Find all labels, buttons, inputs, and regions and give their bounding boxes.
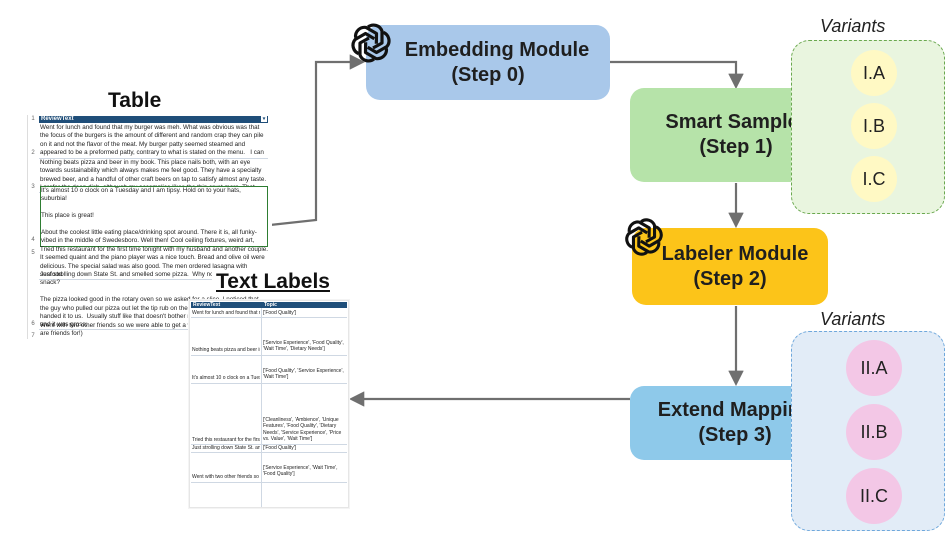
labeler-module-step: (Step 2) [693,267,767,290]
labeler-module: Labeler Module (Step 2) [632,228,828,305]
labeler-module-title: Labeler Module [661,242,809,265]
openai-logo-icon [625,218,663,256]
arrow-table-to-embedding [269,54,366,227]
table-row: It's almost 10 o clock on a Tuesday and … [40,186,268,247]
text-labels-header-topic: Topic [264,302,277,308]
embedding-module-title: Embedding Module [404,38,590,61]
text-labels-topic-cell: ['Service Experience', 'Food Quality', '… [263,340,346,353]
smart-sampler-step: (Step 1) [699,136,773,158]
text-labels-review-cell: Tried this restaurant for the first time… [192,437,260,443]
variants-bottom-title: Variants [820,309,886,329]
table-row: Went for lunch and found that my burger … [40,124,264,158]
row-number: 6 [31,321,35,327]
text-labels-review-cell: Just strolling down State St. and smel [192,445,260,451]
text-labels-header-review: ReviewText [193,302,221,308]
row-number: 5 [31,250,35,256]
variants-top-title: Variants [820,16,886,36]
row-number: 1 [31,116,35,122]
text-labels-review-cell: Went for lunch and found that my burg [192,310,260,316]
row-number: 7 [31,333,35,339]
embedding-module: Embedding Module (Step 0) [366,25,610,100]
smart-sampler-title: Smart Sampler [665,111,807,133]
text-labels-topic-cell: ['Food Quality'] [263,310,297,316]
table-row: Tried this restaurant for the first time… [40,246,268,279]
table-header: ReviewText ▾ [39,116,268,123]
variant-bottom-item: II.A [846,340,902,396]
text-labels-review-cell: Nothing beats pizza and beer in my bo [192,347,260,353]
table-label: Table [104,89,166,113]
row-number: 3 [31,184,35,190]
variant-bottom-item: II.B [846,404,902,460]
openai-logo-icon [351,23,391,63]
text-labels-header: ReviewText Topic [191,302,347,308]
row-number: 4 [31,237,35,243]
extend-mapping-title: Extend Mapping [657,399,813,421]
embedding-module-step: (Step 0) [451,63,525,86]
row-number: 2 [31,150,35,156]
text-labels-review-cell: Went with two other friends so we wer [192,474,260,480]
text-labels-topic-cell: ['Food Quality', 'Service Experience', '… [263,368,346,381]
extend-mapping-step: (Step 3) [698,424,772,446]
text-labels-topic-cell: ['Cleanliness', 'Ambience', 'Unique Feat… [263,417,343,443]
text-labels-label: Text Labels [212,270,334,294]
text-labels-spreadsheet: ReviewText Topic Went for lunch and foun… [189,300,349,508]
text-labels-review-cell: It's almost 10 o clock on a Tuesday an [192,375,260,381]
variant-top-item: I.B [851,103,897,149]
variant-bottom-item: II.C [846,468,902,524]
text-labels-topic-cell: ['Food Quality'] [263,445,297,451]
table-header-label: ReviewText [41,116,74,122]
variant-top-item: I.C [851,156,897,202]
text-labels-topic-cell: ['Service Experience', 'Wait Time', 'Foo… [263,465,339,478]
arrow-embedding-to-sampler [610,60,744,90]
filter-dropdown-icon: ▾ [261,116,267,122]
variant-top-item: I.A [851,50,897,96]
